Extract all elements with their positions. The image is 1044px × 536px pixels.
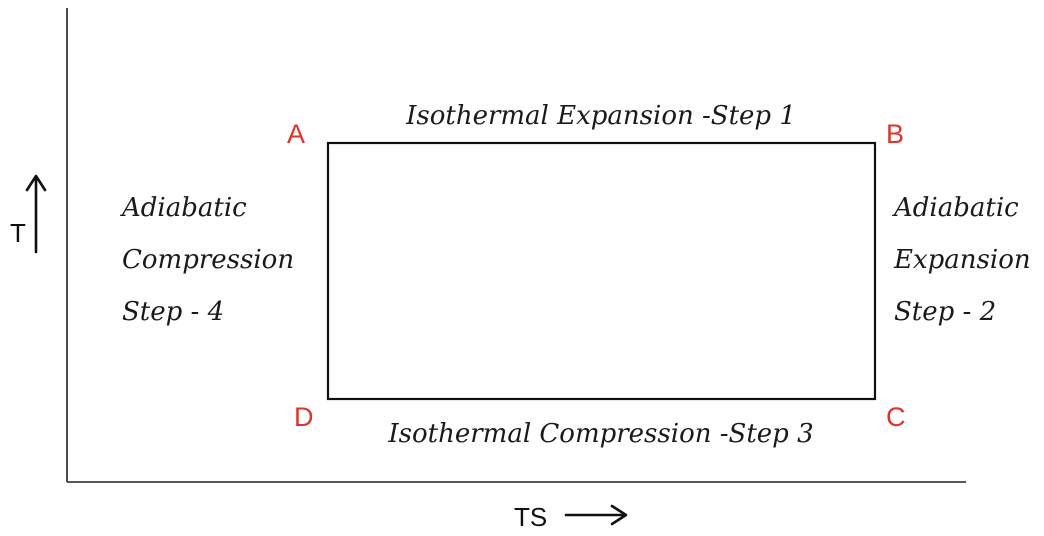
- step1-label: Isothermal Expansion -Step 1: [405, 101, 796, 131]
- step2-line-3: Step - 2: [894, 297, 996, 327]
- step4-line-2: Compression: [122, 245, 294, 275]
- step3-label: Isothermal Compression -Step 3: [387, 419, 813, 449]
- step4-line-1: Adiabatic: [120, 193, 247, 223]
- step2-line-1: Adiabatic: [892, 193, 1019, 223]
- y-axis-label: T: [10, 218, 26, 248]
- cycle-rectangle: [326, 141, 877, 401]
- corner-label-d: D: [294, 402, 314, 432]
- x-axis-label: TS: [514, 502, 547, 532]
- up-arrow-icon: [25, 174, 47, 254]
- corner-label-a: A: [287, 119, 305, 149]
- corner-label-c: C: [886, 402, 906, 432]
- corner-label-b: B: [886, 119, 904, 149]
- right-arrow-icon: [564, 504, 628, 526]
- step4-line-3: Step - 4: [122, 297, 224, 327]
- step2-line-2: Expansion: [893, 245, 1031, 275]
